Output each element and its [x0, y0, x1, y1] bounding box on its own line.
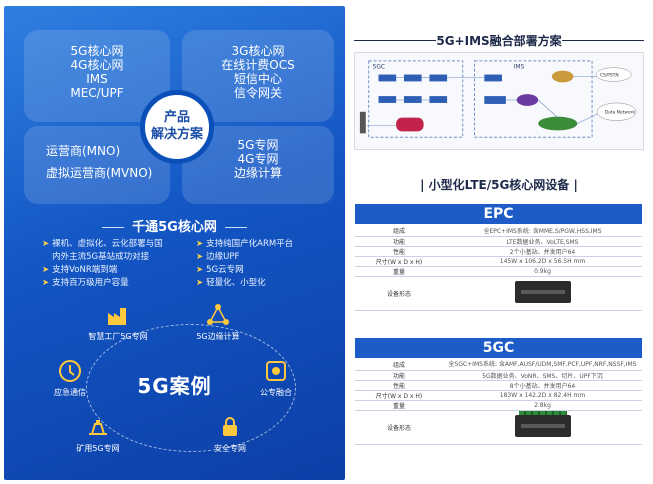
network-nodes-icon: [207, 304, 229, 325]
arrow-icon: ➤: [42, 265, 50, 275]
arrow-icon: ➤: [42, 239, 50, 249]
epc-device-image: [514, 281, 571, 303]
diagram-label-cs: CS/PSTN: [600, 73, 619, 79]
arrow-icon: ➤: [196, 278, 204, 288]
core-network-title: 千通5G核心网: [4, 216, 345, 235]
factory-icon: [108, 308, 126, 325]
mining-icon: [89, 420, 107, 435]
arrow-icon: ➤: [196, 265, 204, 275]
case-edge-computing: 5G边缘计算: [178, 302, 258, 342]
5gc-device-image: [514, 411, 571, 437]
private-network-types: 5G专网 4G专网 边缘计算: [182, 126, 334, 204]
table-row: 组成全5GC+IMS系统: 含AMF,AUSF/UDM,SMF,PCF,UPF,…: [355, 360, 642, 371]
core-network-types: 5G核心网 4G核心网 IMS MEC/UPF: [24, 30, 170, 122]
5gc-header: 5GC: [355, 338, 642, 358]
quad-text: 短信中心: [233, 72, 282, 86]
feature-item: ➤支持VoNR端到端: [42, 265, 118, 275]
feature-item: ➤支持纯国产化ARM平台: [196, 239, 294, 249]
case-ring: [86, 324, 296, 452]
deployment-title: 5G+IMS融合部署方案: [354, 32, 644, 49]
emergency-icon: [59, 360, 81, 382]
quad-text: 信令网关: [233, 86, 282, 100]
quad-text: 5G专网: [237, 138, 279, 152]
diagram-label-5gc: 5GC: [373, 65, 385, 71]
product-solution-panel: 5G核心网 4G核心网 IMS MEC/UPF 3G核心网 在线计费OCS 短信…: [4, 6, 345, 480]
fusion-icon: [266, 361, 286, 381]
feature-item: ➤支持百万级用户容量: [42, 278, 129, 288]
badge-text: 解决方案: [150, 127, 203, 142]
quad-text: 4G核心网: [70, 58, 124, 72]
network-diagram: 5GC IMS CS/PSTN Data Network: [354, 52, 644, 150]
feature-item: ➤轻量化、小型化: [196, 278, 266, 288]
cases-title: 5G案例: [137, 374, 212, 398]
arrow-icon: ➤: [196, 239, 204, 249]
diagram-label-data: Data Network: [605, 110, 636, 116]
case-mining-network: 矿用5G专网: [58, 414, 138, 454]
quad-text: 3G核心网: [231, 44, 285, 58]
feature-item: ➤内外主流5G基站成功对接: [52, 252, 150, 262]
quad-text: 边缘计算: [233, 166, 282, 180]
feature-item: ➤裸机、虚拟化、云化部署与国: [42, 239, 163, 249]
case-public-private: 公专融合: [236, 358, 316, 398]
epc-header: EPC: [355, 204, 642, 224]
quad-text: 在线计费OCS: [221, 58, 295, 72]
feature-item: ➤5G云专网: [196, 265, 244, 275]
case-security-network: 安全专网: [190, 414, 270, 454]
arrow-icon: ➤: [196, 252, 204, 262]
arrow-icon: ➤: [42, 278, 50, 288]
quad-text: 5G核心网: [70, 44, 124, 58]
quad-text: 运营商(MNO): [46, 144, 121, 158]
quad-text: MEC/UPF: [70, 86, 124, 100]
case-smart-factory: 智慧工厂5G专网: [78, 302, 158, 342]
table-row: 尺寸(W x D x H)183W x 142.2D x 82.4H mm: [355, 390, 642, 401]
section-title: | 小型化LTE/5G核心网设备 |: [420, 178, 578, 192]
quad-text: IMS: [86, 72, 108, 86]
feature-list-left: ➤裸机、虚拟化、云化部署与国 ➤内外主流5G基站成功对接 ➤支持VoNR端到端 …: [42, 238, 163, 290]
diagram-label-ims: IMS: [514, 65, 525, 71]
table-row: 尺寸(W x D x H)145W x 106.2D x 56.5H mm: [355, 256, 642, 267]
5gc-spec-table: 组成全5GC+IMS系统: 含AMF,AUSF/UDM,SMF,PCF,UPF,…: [355, 360, 642, 445]
badge-text: 产品: [163, 110, 190, 125]
product-solution-badge: 产品 解决方案: [140, 90, 214, 164]
feature-item: ➤边缘UPF: [196, 252, 240, 262]
quad-text: 4G专网: [237, 152, 279, 166]
quad-text: 虚拟运营商(MVNO): [46, 166, 153, 180]
table-row: 组成全EPC+IMS系统: 含MME,S/PGW,HSS,IMS: [355, 226, 642, 237]
case-emergency-comm: 应急通信: [30, 358, 110, 398]
network-services: 3G核心网 在线计费OCS 短信中心 信令网关: [182, 30, 334, 122]
table-row: 设备形态: [355, 410, 642, 445]
feature-list-right: ➤支持纯国产化ARM平台 ➤边缘UPF ➤5G云专网 ➤轻量化、小型化: [196, 238, 293, 290]
table-row: 设备形态: [355, 276, 642, 311]
lock-icon: [223, 417, 237, 436]
